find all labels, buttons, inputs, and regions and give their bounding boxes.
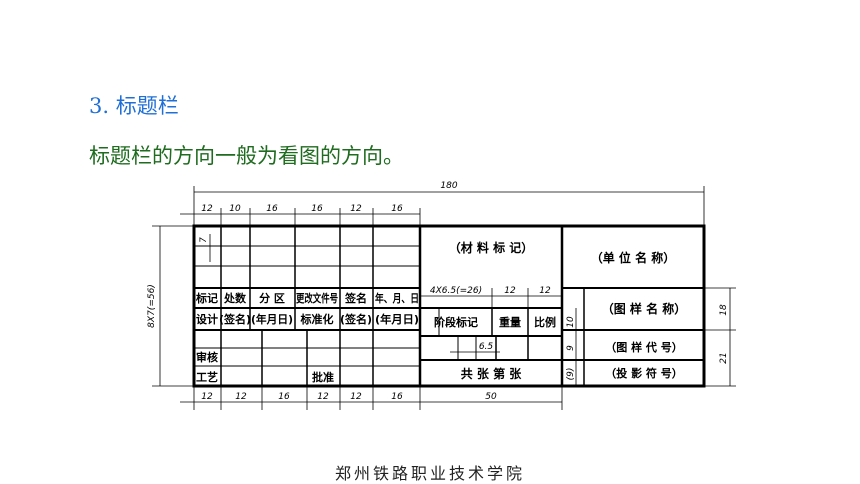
footer-institution: 郑州铁路职业技术学院 [334,464,525,483]
scale-label: 比例 [534,315,556,329]
row1-count: 处数 [223,291,247,305]
projection-symbol-label: （投 影 符 号） [605,366,683,380]
drawing-code-label: （图 样 代 号） [605,340,683,354]
approve-label: 批准 [312,370,334,384]
row1-signature: 签名 [344,291,367,305]
dim-bottom-4: 12 [317,392,329,402]
dim-r9: 9 [566,345,576,351]
dim-top-6: 16 [391,204,403,214]
dim-top-1: 12 [201,204,213,214]
dim-top-5: 12 [350,204,362,214]
section-description: 标题栏的方向一般为看图的方向。 [89,144,404,168]
dim-bottom-1: 12 [201,392,213,402]
dim-r19: (9) [566,368,576,381]
row1-zone: 分 区 [259,291,285,305]
unit-name-label: （单 位 名 称） [591,250,676,265]
dim-bottom-2: 12 [235,392,247,402]
row1-date: 年、月、日 [375,291,419,305]
row2-design: 设计 [196,312,218,326]
process-label: 工艺 [196,370,218,384]
dim-bottom-5: 12 [350,392,362,402]
dim-top-4: 16 [311,204,323,214]
row2-signature-2: (签名) [340,312,372,326]
drawing-name-label: （图 样 名 称） [602,301,687,316]
row1-change-doc: 更改文件号 [296,291,338,305]
section-heading: 3. 标题栏 [89,94,179,118]
row2-signature: (签名) [219,312,251,326]
dim-row-height: 7 [199,237,209,243]
review-label: 审核 [196,350,218,364]
dim-scale-width: 12 [539,286,551,296]
dim-bottom-7: 50 [485,392,497,402]
row1-mark: 标记 [195,291,218,305]
dim-weight-width: 12 [504,286,516,296]
row2-standardization: 标准化 [300,312,334,326]
stage-mark-label: 阶段标记 [434,315,478,329]
dim-right-18: 18 [719,304,729,316]
material-mark-label: （材 料 标 记） [449,240,534,255]
dim-bottom-6: 16 [391,392,403,402]
row2-date-2: (年月日) [375,312,419,326]
weight-label: 重量 [499,315,521,329]
dim-top-2: 10 [229,204,241,214]
outer-frame [192,224,706,388]
dim-stage-width: 4X6.5(=26) [430,286,482,296]
dim-right-21: 21 [719,352,729,363]
row2-date: (年月日) [251,312,293,326]
dim-r10: 10 [566,316,576,328]
dim-total-width: 180 [440,181,457,191]
dim-bottom-3: 16 [278,392,290,402]
dim-left-height: 8X7(=56) [147,284,157,328]
sheet-count-label: 共 张 第 张 [461,366,523,381]
dim-stage-cell: 6.5 [479,342,494,352]
dim-top-3: 16 [266,204,278,214]
